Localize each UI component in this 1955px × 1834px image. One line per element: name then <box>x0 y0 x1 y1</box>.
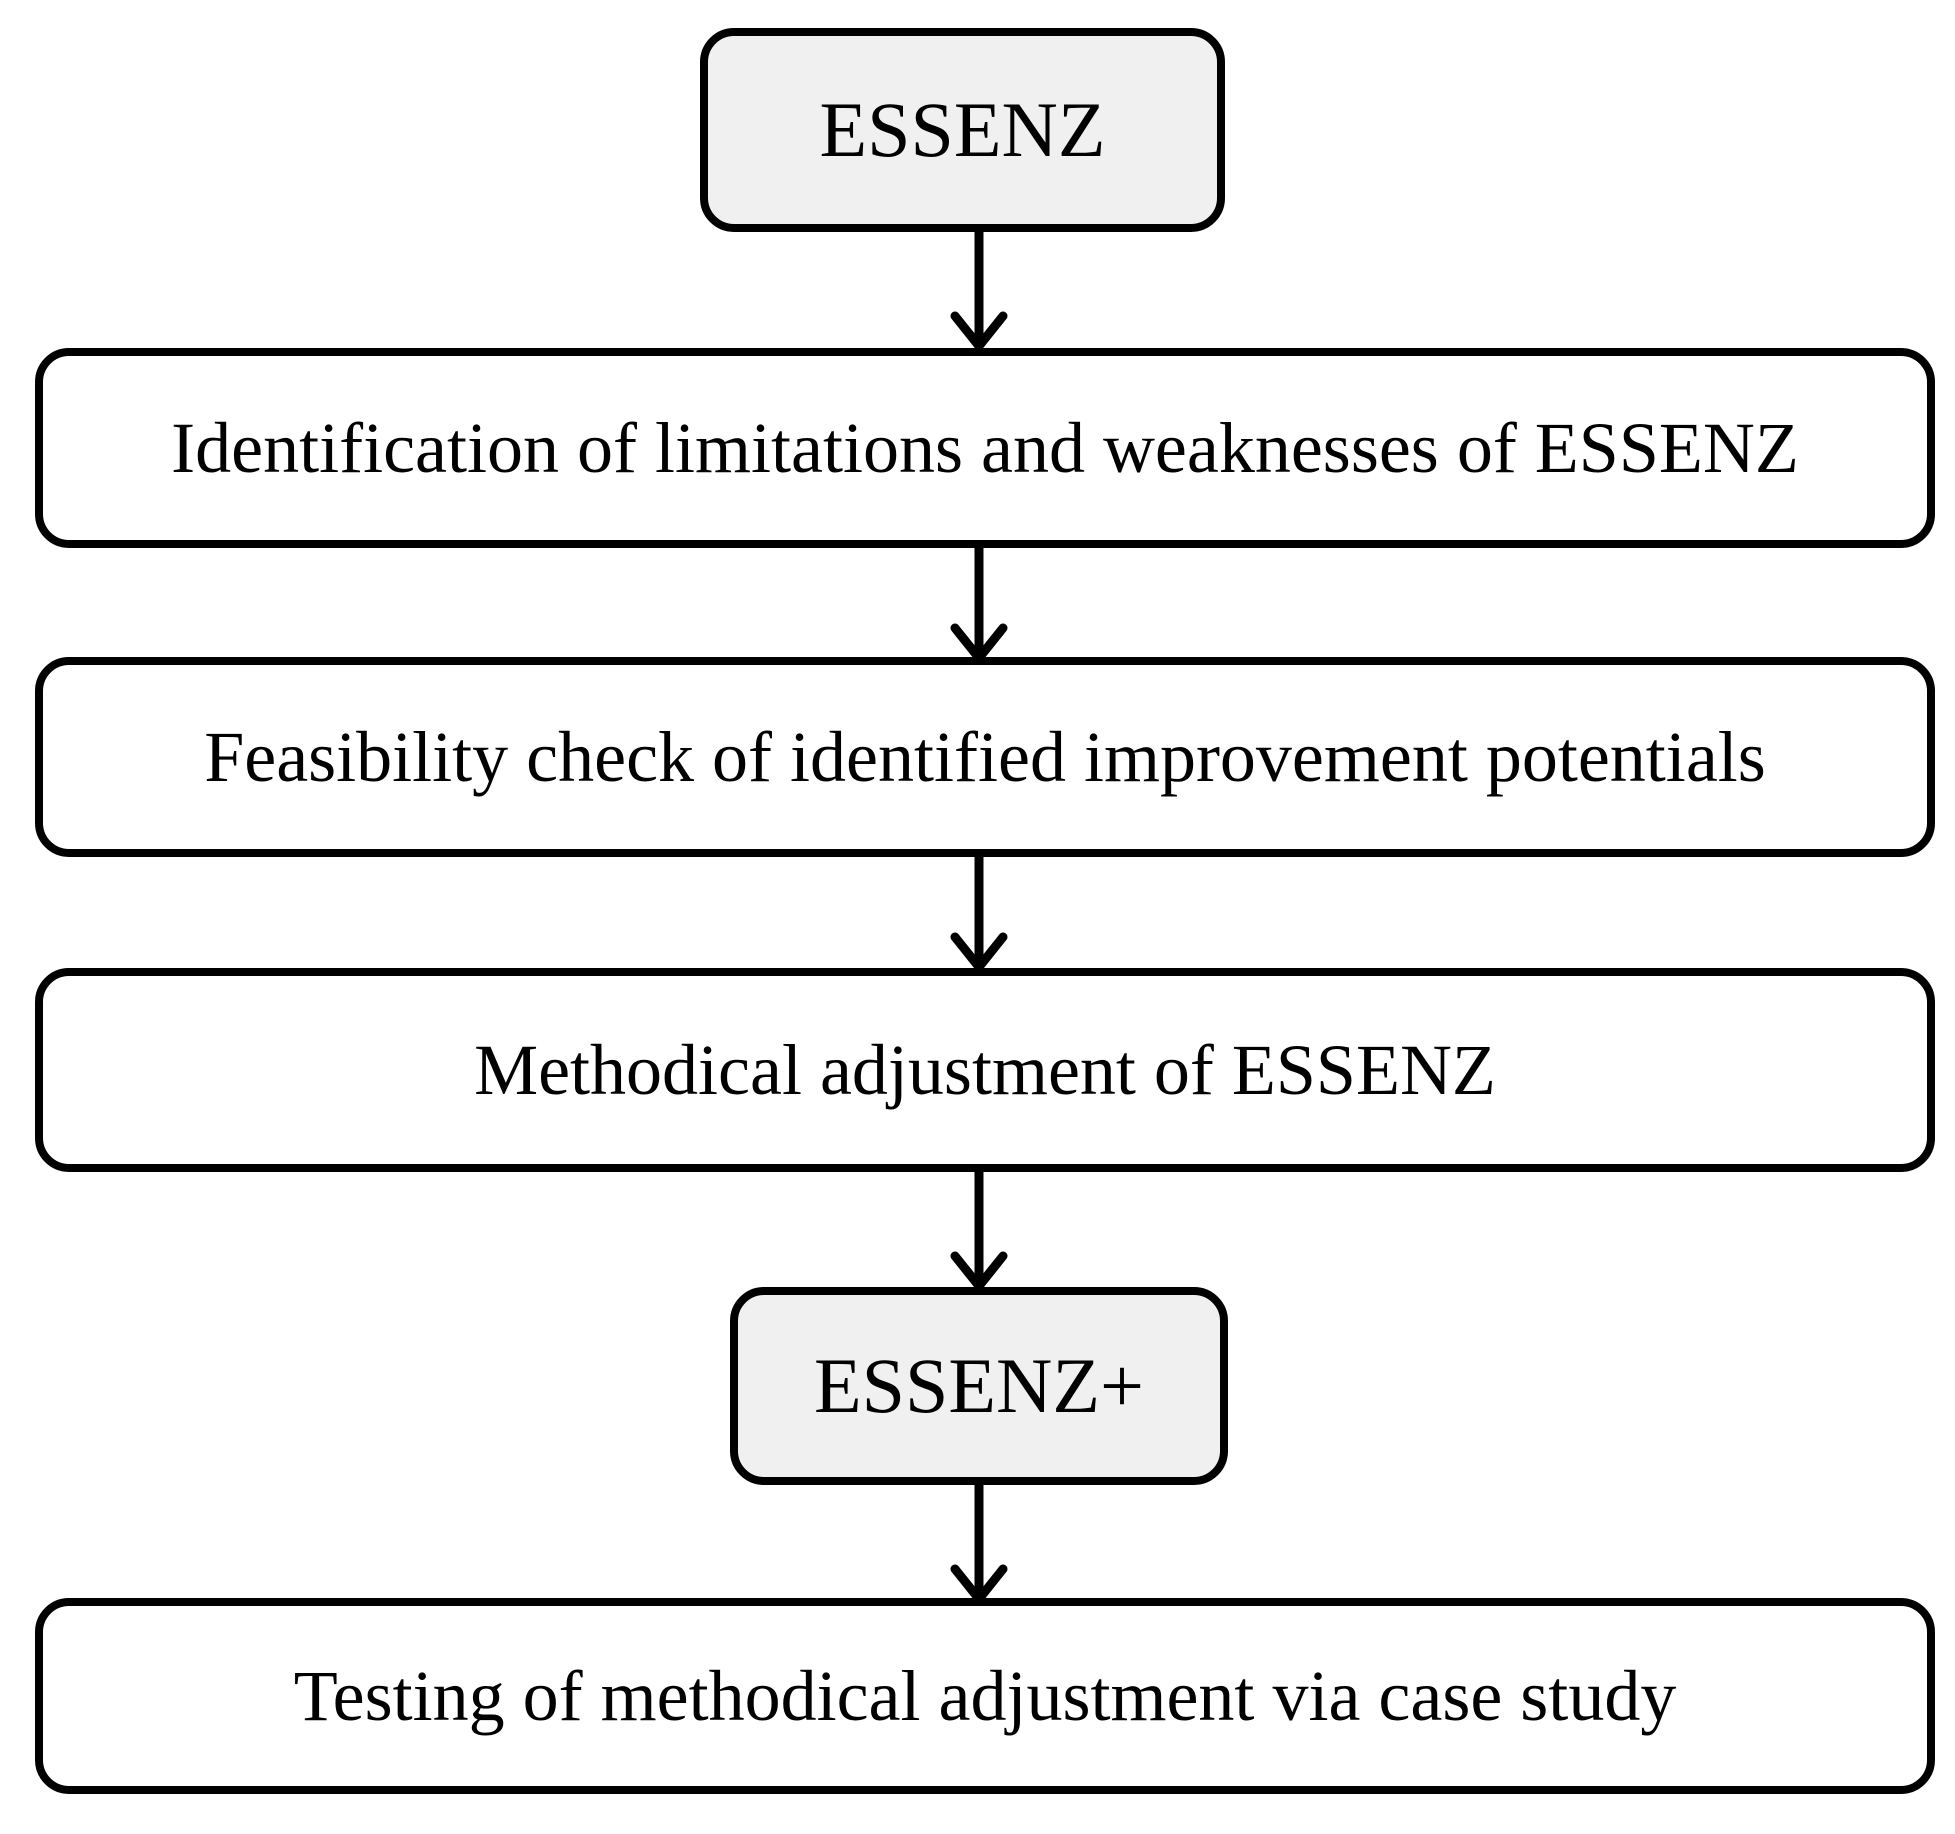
node-feasibility[interactable]: Feasibility check of identified improvem… <box>35 657 1935 857</box>
node-adjustment[interactable]: Methodical adjustment of ESSENZ <box>35 968 1935 1172</box>
node-essenz-plus[interactable]: ESSENZ+ <box>730 1287 1228 1485</box>
node-essenz-plus-label: ESSENZ+ <box>813 1342 1144 1430</box>
node-testing-label: Testing of methodical adjustment via cas… <box>293 1655 1677 1736</box>
edge-identification-to-feasibility <box>940 548 1018 666</box>
edge-feasibility-to-adjustment <box>940 857 1018 975</box>
node-feasibility-label: Feasibility check of identified improvem… <box>204 716 1766 797</box>
edge-essenz-plus-to-testing <box>940 1485 1018 1607</box>
node-adjustment-label: Methodical adjustment of ESSENZ <box>474 1029 1496 1110</box>
node-identification[interactable]: Identification of limitations and weakne… <box>35 348 1935 548</box>
node-testing[interactable]: Testing of methodical adjustment via cas… <box>35 1598 1935 1794</box>
edge-adjustment-to-essenz-plus <box>940 1172 1018 1294</box>
node-essenz-label: ESSENZ <box>819 86 1106 174</box>
edge-essenz-to-identification <box>940 232 1018 354</box>
node-essenz[interactable]: ESSENZ <box>700 28 1225 232</box>
node-identification-label: Identification of limitations and weakne… <box>171 407 1799 488</box>
